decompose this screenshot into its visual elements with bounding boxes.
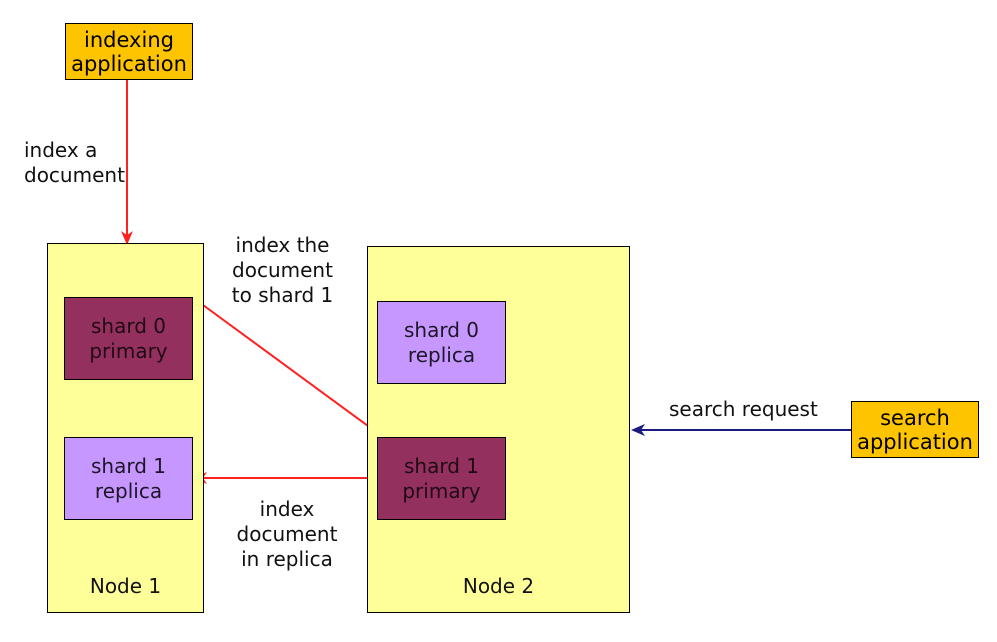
route-to-shard-1-arrow [202,304,385,439]
search-application-box: search application [851,401,979,458]
node-1-label: Node 1 [89,574,162,598]
index-in-replica-label: index document in replica [236,497,338,571]
node-1-shard-1-replica: shard 1 replica [64,437,193,520]
node-1-shard-0-primary: shard 0 primary [64,297,193,380]
index-a-document-label: index a document [24,138,125,187]
node-2-shard-1-primary: shard 1 primary [377,437,506,520]
indexing-application-box: indexing application [65,23,193,80]
node-2-label: Node 2 [462,574,535,598]
node-2-shard-0-replica: shard 0 replica [377,301,506,384]
index-to-shard-label: index the document to shard 1 [231,233,334,307]
search-request-label: search request [669,397,818,421]
